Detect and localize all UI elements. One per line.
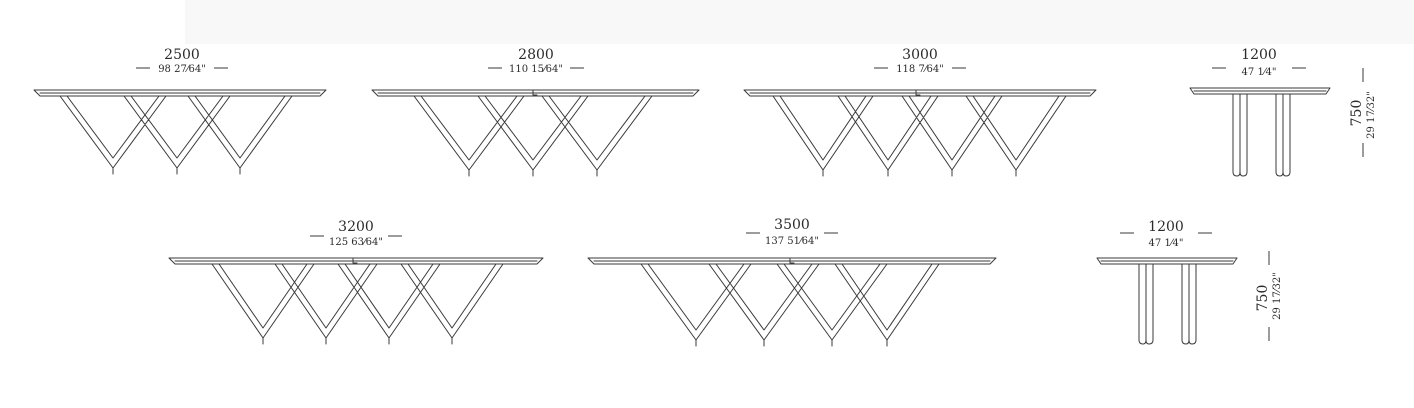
height-mm-group: 750 [1255, 285, 1271, 312]
table-top [1189, 87, 1331, 95]
table-legs [413, 95, 653, 177]
height-mm-label: 750 [1255, 285, 1271, 312]
table-legs [1232, 93, 1291, 177]
table-legs [59, 95, 293, 175]
width-inch-label: 47 1⁄4" [1242, 67, 1277, 78]
table-top [33, 89, 327, 97]
width-inch-label: 118 7⁄64" [896, 64, 944, 75]
width-inch-label: 137 51⁄64" [765, 236, 819, 247]
height-inch-group: 29 17⁄32" [1272, 272, 1283, 320]
table-top [371, 89, 700, 97]
height-inch-group: 29 17⁄32" [1366, 91, 1377, 139]
width-inch-label: 110 15⁄64" [509, 64, 563, 75]
table-legs [772, 95, 1067, 177]
width-mm-label: 3200 [338, 219, 374, 235]
table-top [1096, 257, 1238, 265]
table-front-3200: 3200 125 63⁄64" [168, 219, 544, 345]
width-mm-label: 3000 [902, 47, 938, 63]
table-legs [211, 263, 504, 345]
table-front-3000: 3000 118 7⁄64" [743, 47, 1097, 177]
table-front-3500: 3500 137 51⁄64" [587, 217, 997, 347]
table-top [743, 89, 1097, 97]
table-side-view-2: 1200 47 1⁄4" 750 29 17⁄32" [1096, 219, 1283, 345]
height-inch-label: 29 17⁄32" [1272, 272, 1283, 320]
width-mm-label: 1200 [1241, 47, 1277, 63]
width-inch-label: 98 27⁄64" [158, 64, 206, 75]
height-inch-label: 29 17⁄32" [1366, 91, 1377, 139]
table-front-2800: 2800 110 15⁄64" [371, 47, 700, 177]
table-legs [640, 263, 940, 347]
table-front-2500: 2500 98 27⁄64" [33, 47, 327, 175]
width-mm-label: 2800 [518, 47, 554, 63]
table-top [587, 257, 997, 265]
width-inch-label: 47 1⁄4" [1149, 238, 1184, 249]
width-mm-label: 2500 [164, 47, 200, 63]
table-side-view-1: 1200 47 1⁄4" 750 29 17⁄32" [1189, 47, 1377, 177]
table-top [168, 257, 544, 265]
width-mm-label: 1200 [1148, 219, 1184, 235]
width-inch-label: 125 63⁄64" [329, 237, 383, 248]
height-mm-label: 750 [1349, 100, 1365, 127]
table-legs [1138, 263, 1197, 345]
width-mm-label: 3500 [774, 217, 810, 233]
height-mm-group: 750 [1349, 100, 1365, 127]
top-background-band [185, 0, 1414, 44]
